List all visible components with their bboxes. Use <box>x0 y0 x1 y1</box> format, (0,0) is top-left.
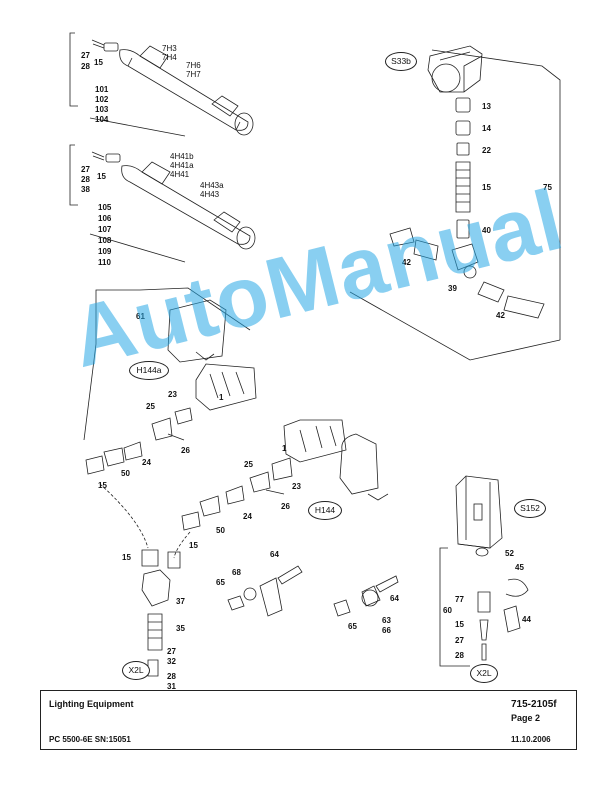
designation-bubble-s152: S152 <box>514 499 546 518</box>
mounting-hardware <box>227 565 399 617</box>
callout-35: 35 <box>176 624 185 633</box>
designation-bubble-h144: H144 <box>308 501 342 520</box>
callout-106: 106 <box>98 214 112 223</box>
parts-diagram: 27 28 15 7H3 7H4 7H6 7H7 101 102 103 104… <box>62 32 573 691</box>
label-4H43a: 4H43a <box>200 181 224 190</box>
callout-52: 52 <box>505 549 514 558</box>
drawing-title: Lighting Equipment <box>49 699 134 709</box>
label-7H4: 7H4 <box>162 53 177 62</box>
title-block: Lighting Equipment 715-2105f Page 2 PC 5… <box>40 690 577 750</box>
lamp-holder-assembly-b <box>181 419 389 531</box>
callout-107: 107 <box>98 225 112 234</box>
callout-15: 15 <box>189 541 198 550</box>
callout-50: 50 <box>216 526 225 535</box>
callout-1: 1 <box>219 393 224 402</box>
callout-23: 23 <box>168 390 177 399</box>
callout-32: 32 <box>167 657 176 666</box>
document-number: 715-2105f <box>511 699 557 710</box>
valve-assembly <box>349 45 561 361</box>
callout-38: 38 <box>81 185 90 194</box>
callout-22: 22 <box>482 146 491 155</box>
label-4H41b: 4H41b <box>170 152 194 161</box>
callout-44: 44 <box>522 615 531 624</box>
exploded-view-drawing <box>69 32 561 677</box>
callout-26: 26 <box>281 502 290 511</box>
callout-63: 63 <box>382 616 391 625</box>
designation-bubble-h144a: H144a <box>129 361 169 380</box>
callout-1: 1 <box>282 444 287 453</box>
switch-assembly <box>439 475 529 667</box>
designation-bubble-x2l: X2L <box>122 661 150 680</box>
label-4H41: 4H41 <box>170 170 190 179</box>
callout-109: 109 <box>98 247 112 256</box>
lamp-tube-upper <box>69 32 254 137</box>
callout-25: 25 <box>244 460 253 469</box>
callout-77: 77 <box>455 595 464 604</box>
callout-105: 105 <box>98 203 112 212</box>
callout-15: 15 <box>97 172 106 181</box>
label-4H41a: 4H41a <box>170 161 194 170</box>
callout-31: 31 <box>167 682 176 691</box>
callout-39: 39 <box>448 284 457 293</box>
revision-date: 11.10.2006 <box>511 735 551 744</box>
callout-27: 27 <box>455 636 464 645</box>
callout-28: 28 <box>81 62 90 71</box>
callout-65: 65 <box>216 578 225 587</box>
label-7H6: 7H6 <box>186 61 201 70</box>
callout-15: 15 <box>98 481 107 490</box>
callout-42: 42 <box>402 258 411 267</box>
callout-102: 102 <box>95 95 109 104</box>
lamp-holder-assembly-a <box>83 287 257 475</box>
callout-60: 60 <box>443 606 452 615</box>
callout-27: 27 <box>167 647 176 656</box>
callout-27: 27 <box>81 51 90 60</box>
callout-23: 23 <box>292 482 301 491</box>
designation-bubble-x2l: X2L <box>470 664 498 683</box>
plug-connector-assembly <box>99 483 191 677</box>
callout-104: 104 <box>95 115 109 124</box>
callout-64: 64 <box>270 550 279 559</box>
label-4H43: 4H43 <box>200 190 220 199</box>
callout-15: 15 <box>94 58 103 67</box>
callout-40: 40 <box>482 226 491 235</box>
callout-15: 15 <box>455 620 464 629</box>
callout-15: 15 <box>122 553 131 562</box>
callout-108: 108 <box>98 236 112 245</box>
callout-61: 61 <box>136 312 145 321</box>
callout-27: 27 <box>81 165 90 174</box>
callout-50: 50 <box>121 469 130 478</box>
callout-15: 15 <box>482 183 491 192</box>
callout-14: 14 <box>482 124 491 133</box>
callout-28: 28 <box>167 672 176 681</box>
label-7H3: 7H3 <box>162 44 177 53</box>
callout-68: 68 <box>232 568 241 577</box>
callout-101: 101 <box>95 85 109 94</box>
label-7H7: 7H7 <box>186 70 201 79</box>
callout-45: 45 <box>515 563 524 572</box>
callout-24: 24 <box>243 512 252 521</box>
callout-28: 28 <box>81 175 90 184</box>
callout-65: 65 <box>348 622 357 631</box>
callout-42: 42 <box>496 311 505 320</box>
callout-37: 37 <box>176 597 185 606</box>
callout-75: 75 <box>543 183 552 192</box>
callout-110: 110 <box>98 258 111 267</box>
callout-25: 25 <box>146 402 155 411</box>
callout-24: 24 <box>142 458 151 467</box>
callout-13: 13 <box>482 102 491 111</box>
designation-bubble-s33b: S33b <box>385 52 417 71</box>
callout-66: 66 <box>382 626 391 635</box>
callout-103: 103 <box>95 105 109 114</box>
callout-64: 64 <box>390 594 399 603</box>
page-number: Page 2 <box>511 713 541 723</box>
callout-26: 26 <box>181 446 190 455</box>
machine-serial: PC 5500-6E SN:15051 <box>49 735 131 744</box>
callout-28: 28 <box>455 651 464 660</box>
lamp-tube-lower <box>69 144 256 263</box>
